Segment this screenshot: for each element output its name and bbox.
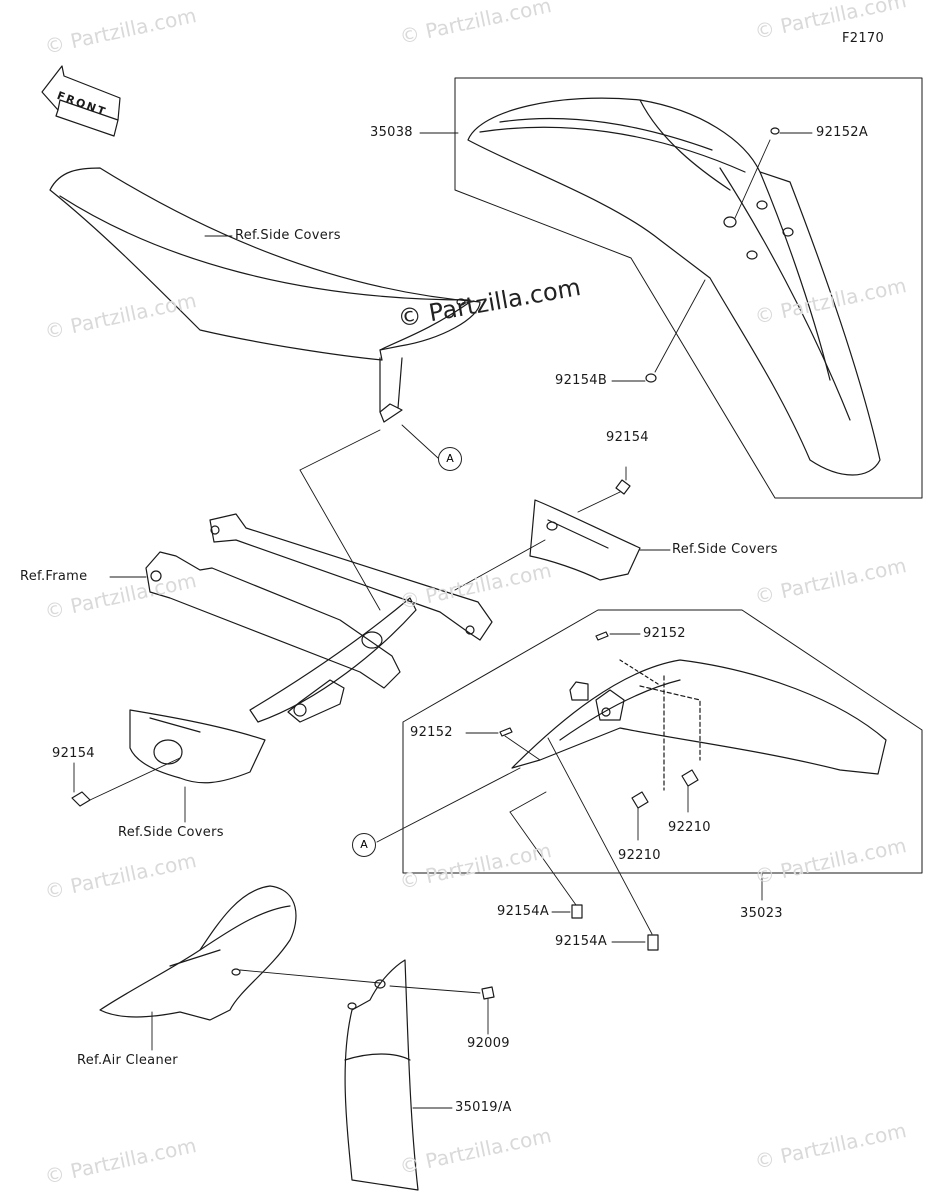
callout-92152a[interactable]: 92152A	[816, 125, 869, 140]
ref-marker-a-top: A	[438, 447, 462, 471]
callout-92154-left[interactable]: 92154	[52, 746, 95, 761]
side-cover-right	[529, 499, 641, 581]
callout-92210-right[interactable]: 92210	[668, 820, 711, 835]
air-cleaner-part	[99, 885, 297, 1021]
subframe	[145, 513, 493, 723]
callout-92152-right[interactable]: 92152	[643, 626, 686, 641]
callout-92210-left[interactable]: 92210	[618, 848, 661, 863]
figure-id: F2170	[842, 31, 885, 46]
callout-frame-ref[interactable]: Ref.Frame	[20, 569, 88, 584]
callout-92009[interactable]: 92009	[467, 1036, 510, 1051]
front-fender-box	[454, 77, 923, 499]
front-arrow-icon	[41, 65, 121, 137]
side-cover-left	[129, 709, 266, 784]
callout-35038[interactable]: 35038	[370, 125, 413, 140]
rear-fender	[511, 659, 887, 791]
seat	[49, 167, 481, 423]
callout-side-covers-left[interactable]: Ref.Side Covers	[118, 825, 224, 840]
ref-marker-a-bottom: A	[352, 833, 376, 857]
mud-flap	[344, 959, 419, 1191]
callout-92154b[interactable]: 92154B	[555, 373, 608, 388]
callout-35019a[interactable]: 35019/A	[455, 1100, 512, 1115]
callout-side-covers-right[interactable]: Ref.Side Covers	[672, 542, 778, 557]
callout-seat-ref[interactable]: Ref.Side Covers	[235, 228, 341, 243]
callout-92152-left[interactable]: 92152	[410, 725, 453, 740]
callout-92154-top[interactable]: 92154	[606, 430, 649, 445]
callout-92154a-right[interactable]: 92154A	[555, 934, 608, 949]
rear-fender-box	[402, 609, 923, 874]
callout-35023[interactable]: 35023	[740, 906, 783, 921]
front-fender	[467, 97, 881, 476]
callout-92154a-left[interactable]: 92154A	[497, 904, 550, 919]
callout-air-cleaner-ref[interactable]: Ref.Air Cleaner	[77, 1053, 178, 1068]
